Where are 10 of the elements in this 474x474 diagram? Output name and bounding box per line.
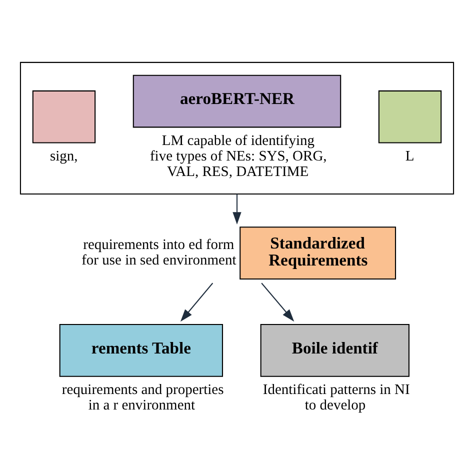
node-label: L <box>405 148 414 165</box>
arrow <box>261 282 294 322</box>
cluster <box>20 62 454 195</box>
node-label: sign, <box>50 148 78 165</box>
arrow <box>180 282 214 322</box>
node-label: requirements into ed form for use in sed environment <box>82 237 236 269</box>
node-label: Identificati patterns in NI to develop <box>262 382 410 414</box>
arrow <box>232 194 242 225</box>
node-label: LM capable of identifying five types of NEs: SYS, ORG, VAL, RES, DATETIME <box>150 133 327 180</box>
node-label: requirements and properties in a r environment <box>62 382 224 414</box>
